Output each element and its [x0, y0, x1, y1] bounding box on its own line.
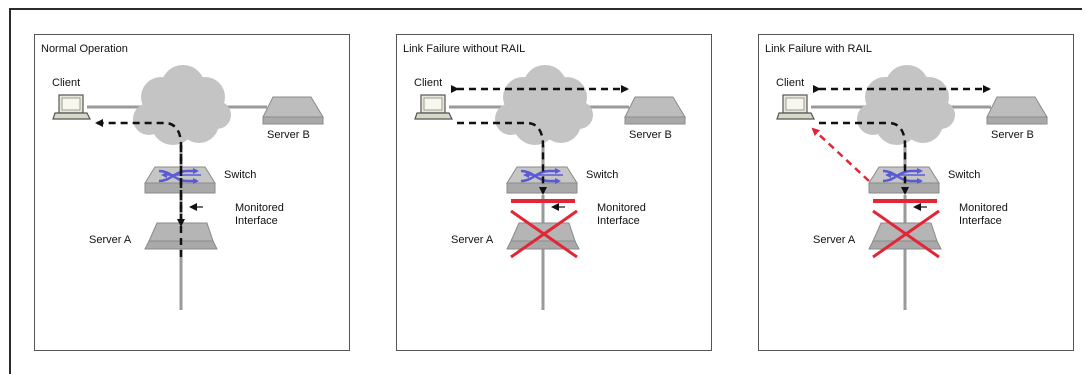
monitored-interface-label: Monitored Interface: [959, 202, 1008, 228]
network-diagram: [776, 65, 1048, 310]
failed-link-bar: [511, 199, 575, 203]
switch-label: Switch: [948, 169, 981, 181]
server-a-label: Server A: [813, 234, 856, 246]
client-label: Client: [776, 77, 805, 89]
monitored-interface-label: Monitored Interface: [235, 202, 284, 228]
monitored-interface-label: Monitored Interface: [597, 202, 646, 228]
cloud-icon: [857, 65, 955, 145]
laptop-icon: [414, 94, 453, 120]
server-icon: [986, 96, 1048, 125]
monitored-label-line1: Monitored: [235, 202, 284, 214]
server-b-label: Server B: [629, 129, 672, 141]
laptop-icon: [52, 94, 91, 120]
monitored-label-line1: Monitored: [959, 202, 1008, 214]
panel-title: Link Failure with RAIL: [765, 43, 872, 55]
panel-link-failure-without-rail: Link Failure without RAIL Client Server …: [396, 34, 712, 351]
panel-title: Link Failure without RAIL: [403, 43, 526, 55]
server-icon: [262, 96, 324, 125]
figure-frame: [9, 8, 1082, 374]
client-switch-traffic: [819, 121, 909, 195]
rail-failover-traffic: [811, 127, 870, 182]
switch-label: Switch: [224, 169, 257, 181]
server-icon: [624, 96, 686, 125]
failed-link-bar: [873, 199, 937, 203]
traffic-path: [95, 119, 183, 257]
client-label: Client: [52, 77, 81, 89]
monitored-label-line2: Interface: [597, 215, 640, 227]
failure-x-icon: [872, 209, 940, 259]
client-label: Client: [414, 77, 443, 89]
cloud-icon: [495, 65, 593, 145]
network-diagram: [414, 65, 686, 310]
switch-label: Switch: [586, 169, 619, 181]
panel-normal-operation: Normal Operation Client Server B Switch …: [34, 34, 350, 351]
panel-link-failure-with-rail: Link Failure with RAIL Client Server B S…: [758, 34, 1074, 351]
monitored-label-line1: Monitored: [597, 202, 646, 214]
panel-title: Normal Operation: [41, 43, 128, 55]
failure-x-icon: [510, 209, 578, 259]
network-diagram: [52, 65, 324, 310]
client-switch-traffic: [457, 121, 547, 195]
cloud-icon: [133, 65, 231, 145]
monitored-label-line2: Interface: [959, 215, 1002, 227]
server-a-label: Server A: [451, 234, 494, 246]
server-a-label: Server A: [89, 234, 132, 246]
server-b-label: Server B: [267, 129, 310, 141]
laptop-icon: [776, 94, 815, 120]
server-b-label: Server B: [991, 129, 1034, 141]
monitored-label-line2: Interface: [235, 215, 278, 227]
